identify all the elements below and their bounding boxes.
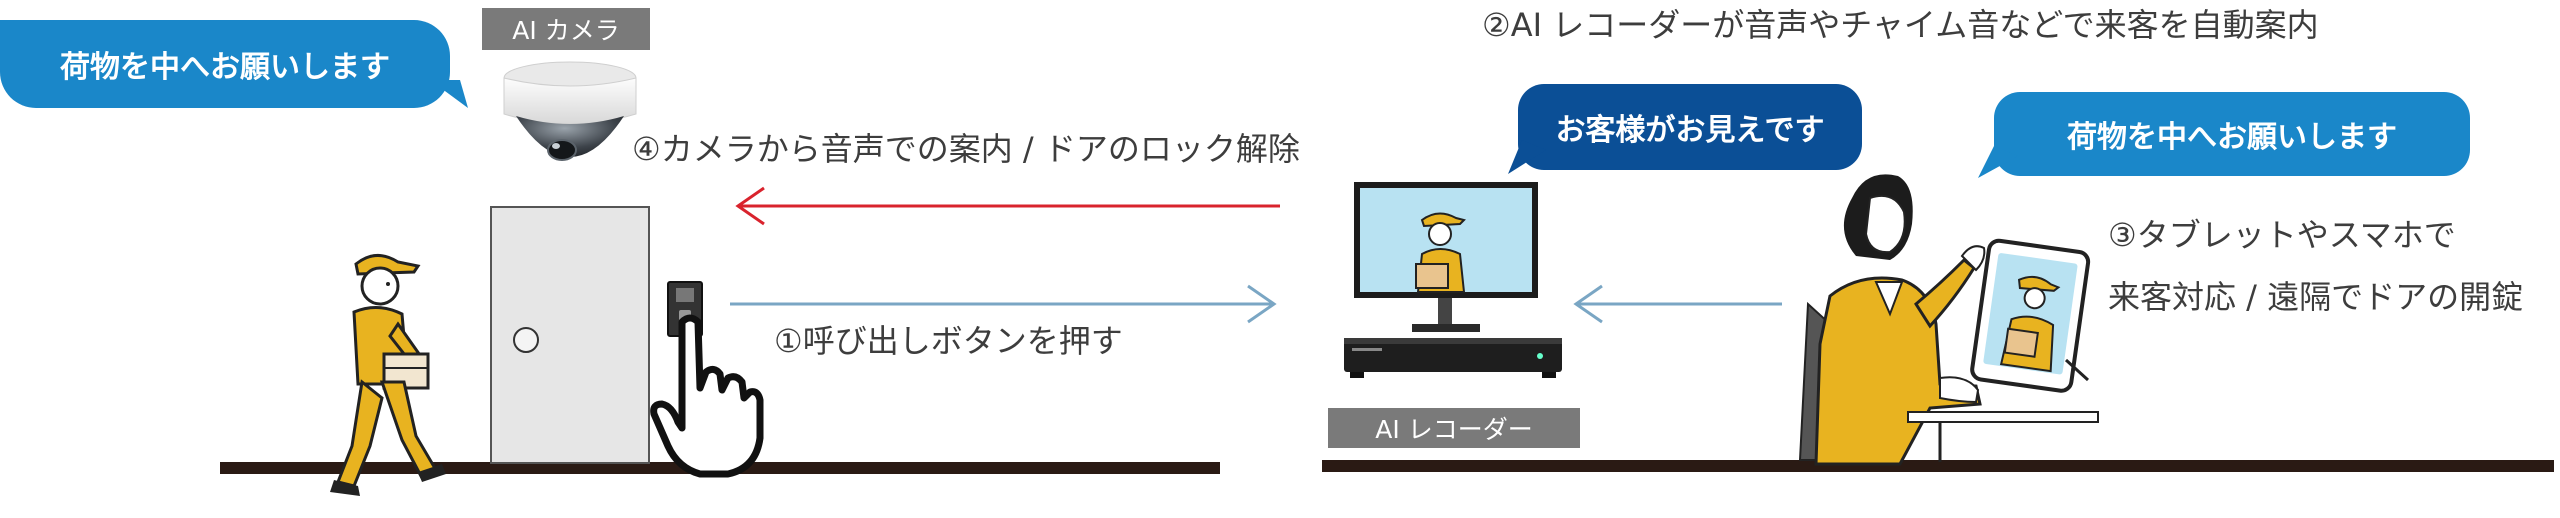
dome-camera-icon — [503, 61, 637, 161]
operator-bubble-tail — [1978, 146, 2018, 178]
door-icon — [490, 206, 650, 464]
step-4-text: ④カメラから音声での案内 / ドアのロック解除 — [632, 130, 1300, 168]
operator-woman-icon — [1798, 174, 2099, 466]
step-3-text-line1: ③タブレットやスマホで — [2108, 216, 2456, 254]
recorder-label-tag: AI レコーダー — [1328, 408, 1580, 448]
monitor-icon — [1354, 182, 1538, 332]
operator-speech-text: 荷物を中へお願いします — [2067, 120, 2397, 155]
courier-bubble-tail — [430, 80, 468, 108]
courier-speech-bubble: 荷物を中へお願いします — [0, 20, 450, 108]
pointing-hand-icon — [650, 314, 764, 478]
tablet-icon — [1970, 238, 2091, 393]
step-1-text: ①呼び出しボタンを押す — [774, 322, 1123, 360]
camera-label-tag: AI カメラ — [482, 8, 650, 50]
step-2-text: ②AI レコーダーが音声やチャイム音などで来客を自動案内 — [1482, 6, 2319, 44]
camera-label: AI カメラ — [512, 16, 620, 45]
operator-speech-bubble: 荷物を中へお願いします — [1994, 92, 2470, 176]
blue-arrow-left-to-recorder — [1573, 284, 1782, 324]
recorder-device-icon — [1344, 338, 1562, 378]
ground-right — [1322, 460, 2554, 472]
recorder-bubble-tail — [1508, 140, 1546, 174]
red-arrow-left — [735, 186, 1280, 226]
recorder-speech-text: お客様がお見えです — [1555, 113, 1825, 148]
step-3-text-line2: 来客対応 / 遠隔でドアの開錠 — [2108, 278, 2524, 316]
recorder-label: AI レコーダー — [1375, 415, 1533, 444]
courier-speech-text: 荷物を中へお願いします — [60, 50, 390, 85]
blue-arrow-right-to-recorder — [730, 284, 1277, 324]
recorder-speech-bubble: お客様がお見えです — [1518, 84, 1862, 170]
courier-figure-icon — [330, 254, 446, 496]
